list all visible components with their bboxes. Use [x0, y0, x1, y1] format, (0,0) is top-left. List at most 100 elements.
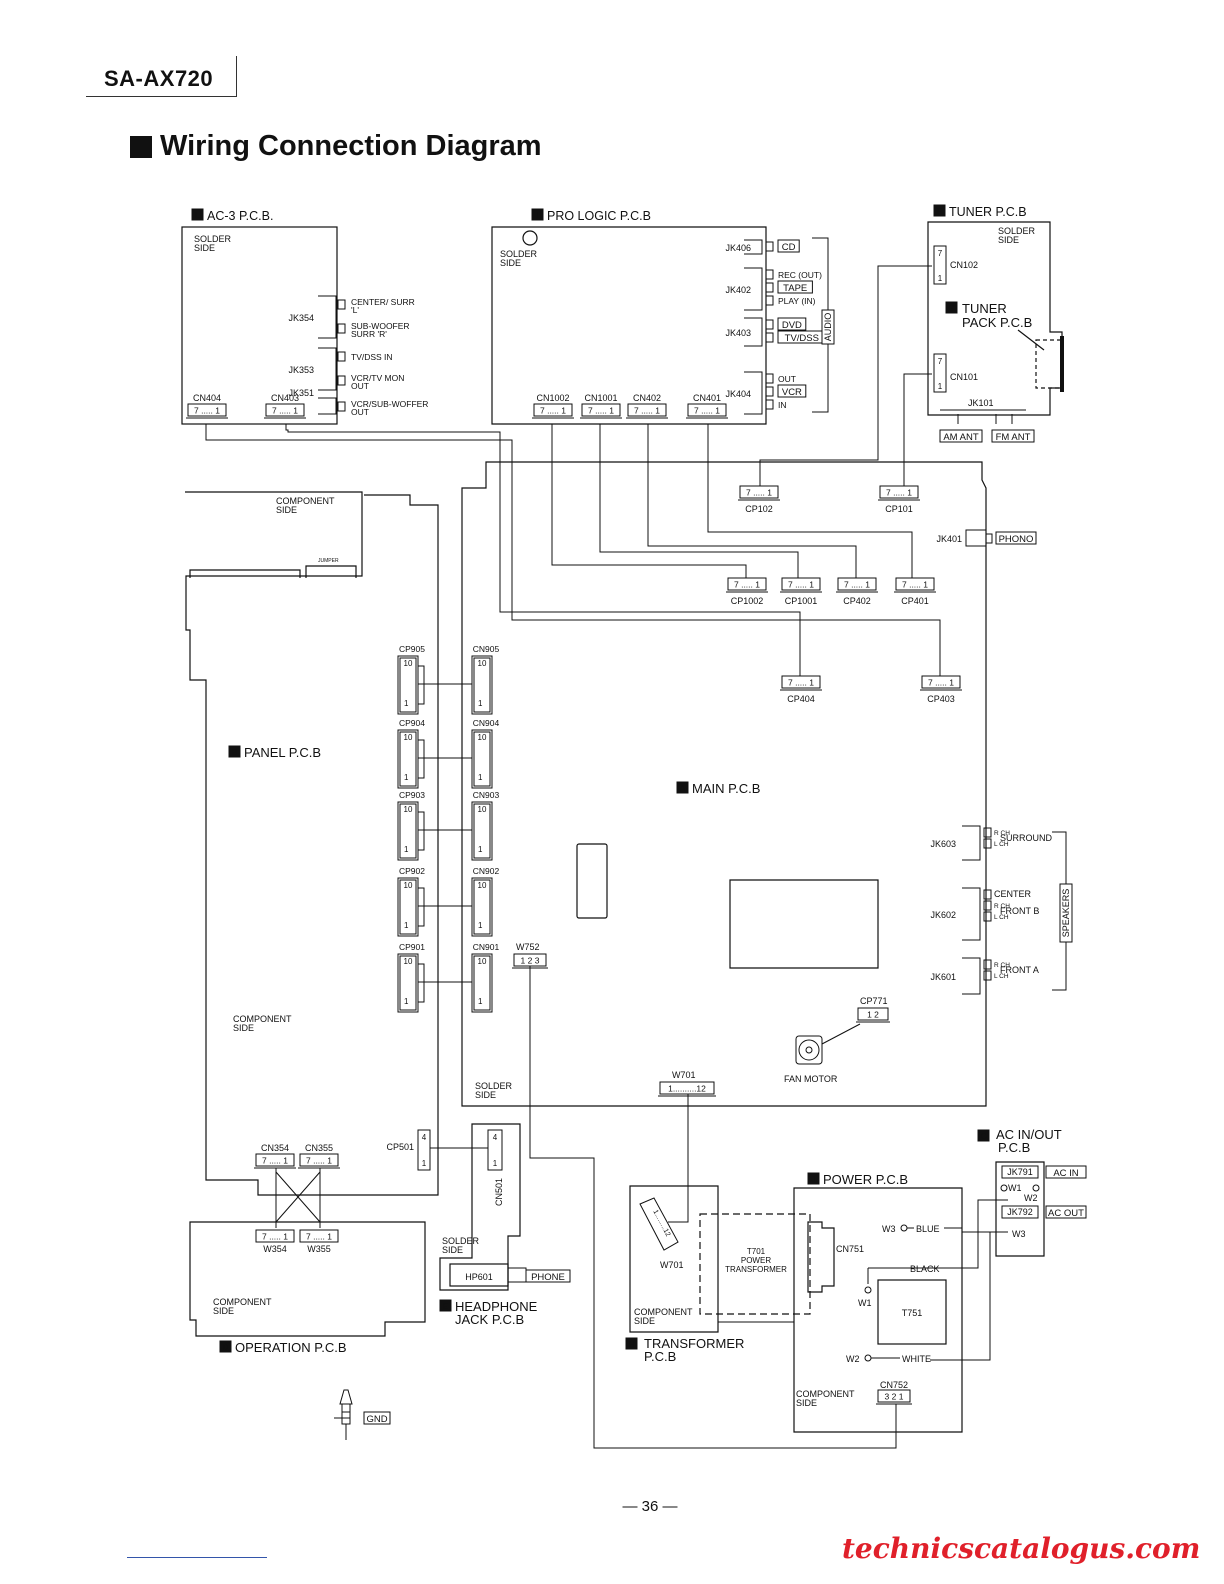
connector-cn903-pin-top: 10 — [478, 805, 487, 814]
connector-cn354-pins: 7 ..... 1 — [262, 1156, 288, 1166]
board-outline-ac3 — [181, 226, 338, 425]
phono-label-box — [995, 531, 1037, 545]
connector-cn752-pins: 3 2 1 — [885, 1392, 904, 1402]
board-key-H-letter: H — [629, 1340, 635, 1349]
connector-cn901-pin-top: 10 — [478, 957, 487, 966]
jk792-label: JK792 — [1007, 1207, 1033, 1217]
connector-cp1001-label: CP1001 — [785, 596, 818, 606]
wiring-harness — [205, 265, 1008, 1449]
mount-hole-icon — [522, 230, 538, 246]
connector-cp903-inner — [399, 803, 417, 859]
connector-cn1002-label: CN1002 — [536, 393, 569, 403]
panel-jumper-strip — [189, 565, 357, 578]
panel-component-side: COMPONENT — [276, 496, 335, 506]
board-outline-transformer — [629, 1185, 719, 1333]
connector-cp903-label: CP903 — [399, 790, 425, 800]
page-number: — 36 — — [622, 1498, 678, 1515]
cn102-pin-bottom: 1 — [938, 274, 943, 283]
connector-cp404-body — [781, 675, 821, 689]
jack-jk601-label: JK601 — [930, 972, 956, 982]
board-name-a: MAIN P.C.B — [692, 781, 760, 796]
t751-block — [877, 1279, 947, 1345]
connector-cn902-inner — [473, 879, 491, 935]
terminal-icon — [864, 1286, 872, 1294]
fm-antenna-label-box — [991, 429, 1035, 443]
connector-cn903-label: CN903 — [473, 790, 500, 800]
jack-port-label-box — [777, 317, 807, 331]
cn751-label: CN751 — [836, 1244, 864, 1254]
cn101-label: CN101 — [950, 372, 978, 382]
cn751-block — [807, 1221, 835, 1293]
board-key-A-icon — [676, 781, 689, 794]
jack-port-label: R CH — [994, 962, 1010, 969]
connector-cn903-pin-bottom: 1 — [478, 845, 483, 854]
cn101-pin-top: 7 — [938, 357, 943, 366]
transformer-component-side: SIDE — [634, 1316, 655, 1326]
cn501-body — [487, 1129, 503, 1171]
jack-port-label: L CH — [994, 973, 1009, 980]
am-antenna-label: AM ANT — [943, 432, 979, 443]
connector-cn902-pin-bottom: 1 — [478, 921, 483, 930]
w752-label: W752 — [516, 942, 540, 952]
connector-cp902-pin-bottom: 1 — [404, 921, 409, 930]
transformer-w701-label: W701 — [660, 1260, 684, 1270]
connector-cn901-pin-bottom: 1 — [478, 997, 483, 1006]
connector-cp902-body — [397, 877, 419, 937]
connector-cn355-body — [299, 1153, 339, 1167]
jack-port-label: L CH — [994, 841, 1009, 848]
ac-out-label-box — [1045, 1205, 1087, 1219]
connector-cn355-pins: 7 ..... 1 — [306, 1156, 332, 1166]
board-key-A-letter: A — [680, 784, 686, 793]
connector-cn901-label: CN901 — [473, 942, 500, 952]
cn101-body — [933, 353, 947, 393]
jack-jk354-label: JK354 — [288, 313, 314, 323]
jack-port-icon — [983, 900, 992, 911]
jack-port-icon — [985, 533, 993, 544]
cp501-label: CP501 — [386, 1142, 414, 1152]
connector-cp1002-body — [727, 577, 767, 591]
board-key-J-icon — [807, 1172, 820, 1185]
connector-cn901-body — [471, 953, 493, 1013]
acinout-w1-label: W1 — [1008, 1183, 1022, 1193]
board-key-D-icon — [219, 1340, 232, 1353]
connector-cn905-pin-top: 10 — [478, 659, 487, 668]
fan-motor-icon — [798, 1039, 820, 1061]
connector-cp1001-body — [781, 577, 821, 591]
board-name-f: TUNER P.C.B — [949, 205, 1027, 219]
jack-jk351-bracket — [318, 397, 337, 415]
hp601-label: HP601 — [465, 1272, 493, 1282]
connector-cn1001-label: CN1001 — [584, 393, 617, 403]
cp501-pin-bottom: 1 — [422, 1159, 427, 1168]
phone-label-box — [525, 1269, 571, 1283]
footer-rule — [127, 1557, 267, 1558]
jack-port-label: TAPE — [783, 283, 807, 294]
jack-jk402-label: JK402 — [725, 285, 751, 295]
connector-cn905-body — [471, 655, 493, 715]
connector-cn904-body — [471, 729, 493, 789]
connector-cp904-inner — [399, 731, 417, 787]
power-component-side: SIDE — [796, 1398, 817, 1408]
connector-cp1002-label: CP1002 — [731, 596, 764, 606]
ac-in-label-box — [1045, 1165, 1087, 1179]
connector-cn402-body — [627, 403, 667, 417]
board-key-J-letter: J — [812, 1175, 816, 1184]
jack-jk404-bracket — [744, 371, 763, 415]
hp601-plug — [507, 1267, 527, 1283]
connector-cp101-pins: 7 ..... 1 — [886, 488, 912, 498]
am-antenna-label-box — [939, 429, 983, 443]
tuner-solder-side: SOLDER — [998, 226, 1036, 236]
t701-label: TRANSFORMER — [725, 1265, 787, 1274]
jack-port-icon — [337, 323, 346, 334]
jack-port-label-box — [777, 239, 800, 253]
watermark-text: technicscatalogus.com — [842, 1532, 1201, 1565]
board-key-E-icon — [439, 1299, 452, 1312]
gnd-screw-icon — [339, 1389, 353, 1440]
jack-port-label: TV/DSS — [785, 333, 819, 344]
jack-port-icon — [765, 241, 774, 252]
jack-jk406-label: JK406 — [725, 243, 751, 253]
connector-cp101-label: CP101 — [885, 504, 913, 514]
cn752-label: CN752 — [880, 1380, 908, 1390]
jack-port-label: R CH — [994, 903, 1010, 910]
connector-cn404-body — [187, 403, 227, 417]
board-key-G-letter: G — [948, 304, 954, 313]
